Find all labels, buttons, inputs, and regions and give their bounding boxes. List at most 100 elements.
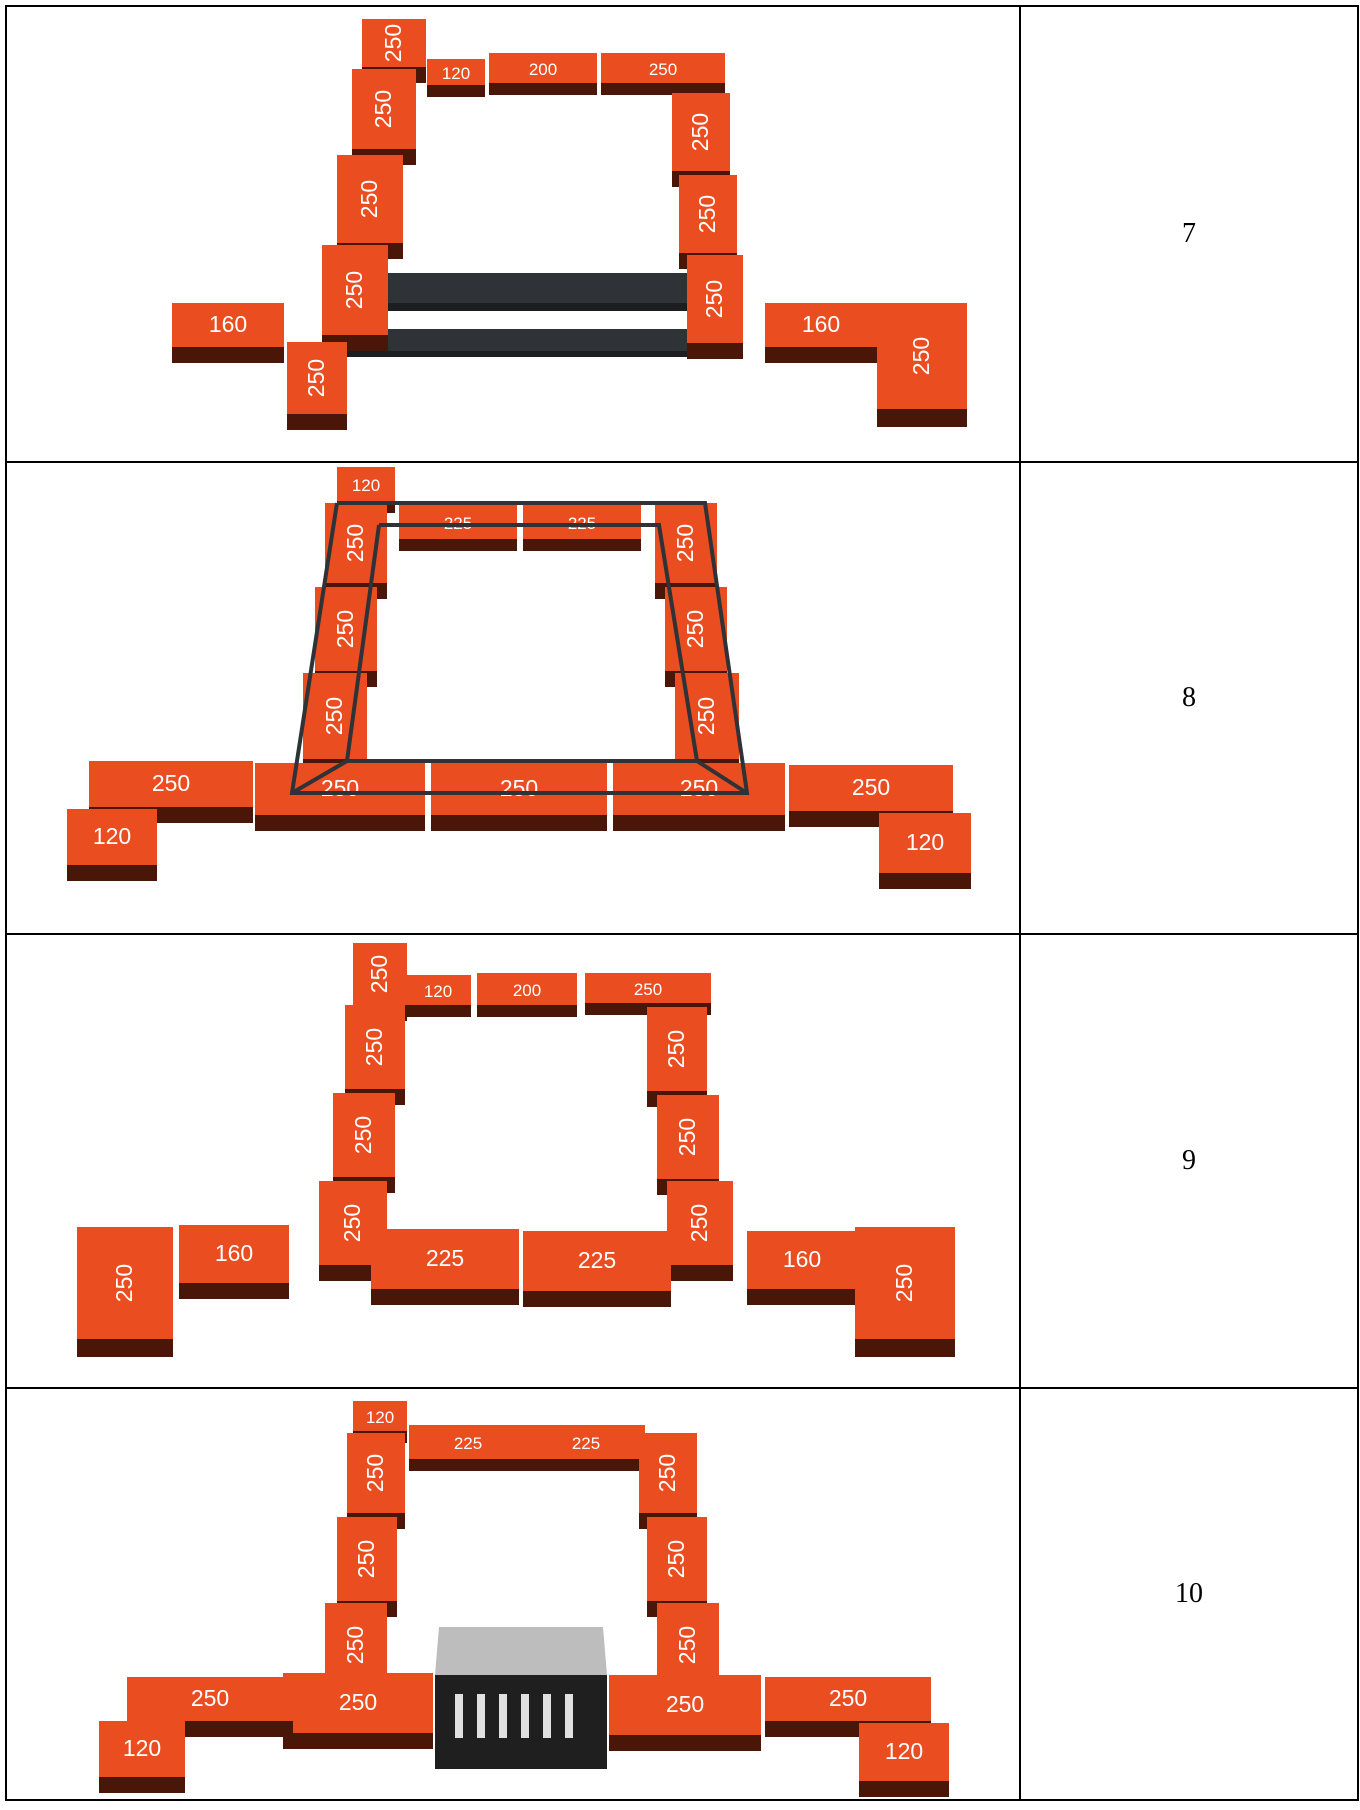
brick-label: 250 <box>321 775 359 801</box>
brick: 225 <box>399 505 517 551</box>
brick: 250 <box>333 1093 395 1193</box>
brick: 160 <box>765 303 877 363</box>
firebox-door <box>435 1627 607 1769</box>
brick: 250 <box>639 1433 697 1529</box>
brick-label: 250 <box>852 774 890 800</box>
brick-label: 250 <box>674 1118 700 1156</box>
brick-label: 250 <box>321 697 347 735</box>
brick-label: 250 <box>353 1540 379 1578</box>
brick: 120 <box>67 809 157 881</box>
brick: 250 <box>322 245 388 351</box>
brick-label: 250 <box>674 1626 700 1664</box>
illustration-cell: 250 120 200 250 250 250 250 250 250 250 250 160 225 2… <box>6 934 1020 1388</box>
brick-label: 250 <box>701 280 727 318</box>
brick: 250 <box>337 1517 397 1617</box>
brick-label: 120 <box>885 1738 923 1764</box>
brick-layout-illustration: 1202252252502502502502502502502502502501… <box>7 1389 1019 1799</box>
brick-label: 250 <box>891 1264 917 1302</box>
brick-label: 120 <box>906 829 944 855</box>
brick-label: 120 <box>366 1408 394 1427</box>
brick-label: 250 <box>366 955 392 993</box>
brick-label: 120 <box>123 1735 161 1761</box>
brick: 120 <box>405 975 471 1017</box>
brick-label: 200 <box>529 60 557 79</box>
brick-label: 225 <box>572 1434 600 1453</box>
brick-label: 160 <box>802 311 840 337</box>
brick-label: 250 <box>191 1685 229 1711</box>
brick: 250 <box>255 763 425 831</box>
brick: 225 <box>523 1231 671 1307</box>
brick: 120 <box>427 59 485 97</box>
steel-channel <box>337 273 705 357</box>
brick-label: 250 <box>666 1691 704 1717</box>
step-number: 7 <box>1020 6 1358 462</box>
brick-label: 250 <box>152 770 190 796</box>
brick: 250 <box>601 53 725 95</box>
brick: 225 <box>527 1425 645 1471</box>
brick-label: 250 <box>634 980 662 999</box>
brick-layout-illustration: 250 120 200 250 250 250 250 250 250 250 250 160 225 2… <box>7 935 1019 1387</box>
brick-label: 250 <box>908 337 934 375</box>
brick: 250 <box>647 1517 707 1617</box>
brick-label: 250 <box>829 1685 867 1711</box>
step-number: 8 <box>1020 462 1358 934</box>
brick: 250 <box>672 93 730 187</box>
brick-label: 250 <box>370 90 396 128</box>
brick-label: 120 <box>93 823 131 849</box>
brick: 120 <box>99 1721 185 1793</box>
brick: 200 <box>477 973 577 1017</box>
table-row: 250 120 200 250 250 250 250 250 250 250 250 160 225 2… <box>6 934 1358 1388</box>
brick-label: 250 <box>111 1264 137 1302</box>
brick: 250 <box>77 1227 173 1357</box>
brick: 250 <box>877 303 967 427</box>
brick: 250 <box>431 763 607 831</box>
brick: 250 <box>667 1181 733 1281</box>
brick-label: 250 <box>380 24 406 62</box>
brick: 250 <box>345 1005 405 1105</box>
brick-label: 250 <box>654 1454 680 1492</box>
brick-label: 225 <box>578 1247 616 1273</box>
brick-label: 120 <box>442 64 470 83</box>
brick-label: 250 <box>672 524 698 562</box>
brick-label: 160 <box>215 1240 253 1266</box>
brick-label: 120 <box>352 476 380 495</box>
brick: 250 <box>287 342 347 430</box>
brick-label: 250 <box>686 1204 712 1242</box>
brick-label: 250 <box>342 1626 368 1664</box>
brick-label: 250 <box>682 610 708 648</box>
brick-label: 250 <box>680 775 718 801</box>
brick: 160 <box>179 1225 289 1299</box>
brick-label: 250 <box>663 1030 689 1068</box>
brick: 250 <box>352 69 416 165</box>
brick: 160 <box>747 1231 857 1305</box>
brick-label: 250 <box>500 775 538 801</box>
brick: 225 <box>409 1425 527 1471</box>
brick-label: 250 <box>362 1454 388 1492</box>
brick: 225 <box>371 1229 519 1305</box>
brick-label: 200 <box>513 981 541 1000</box>
brick: 250 <box>647 1007 707 1107</box>
brick-label: 250 <box>693 697 719 735</box>
brick-label: 250 <box>687 113 713 151</box>
brick: 250 <box>609 1675 761 1751</box>
brick-label: 120 <box>424 982 452 1001</box>
brick-label: 250 <box>649 60 677 79</box>
brick-label: 250 <box>356 180 382 218</box>
brick-label: 225 <box>426 1245 464 1271</box>
brick: 250 <box>855 1227 955 1357</box>
brick-label: 250 <box>332 610 358 648</box>
brick-label: 160 <box>783 1246 821 1272</box>
brick-label: 250 <box>342 524 368 562</box>
brick-label: 250 <box>663 1540 689 1578</box>
brick: 225 <box>523 505 641 551</box>
brick-label: 250 <box>350 1116 376 1154</box>
brick: 160 <box>172 303 284 363</box>
brick-label: 250 <box>361 1028 387 1066</box>
